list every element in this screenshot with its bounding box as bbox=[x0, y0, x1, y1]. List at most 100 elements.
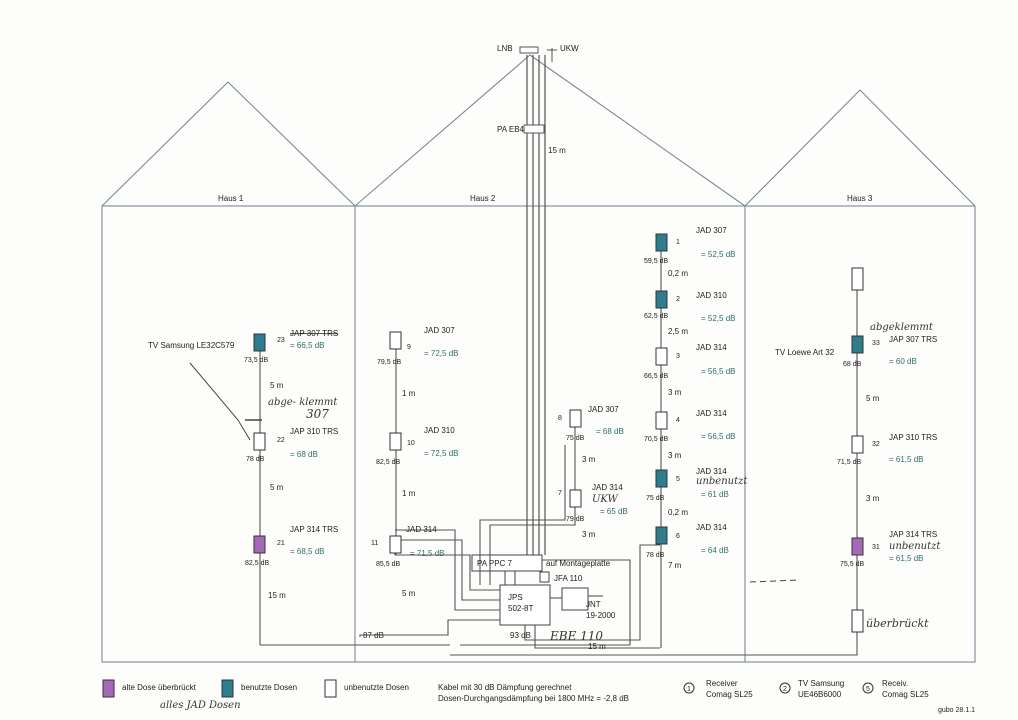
h2a-d3-type: JAD 314 bbox=[406, 525, 437, 534]
house1-title: Haus 1 bbox=[218, 194, 244, 203]
h2b-d1-db: 75 dB bbox=[566, 435, 585, 442]
legend-r3a: Receiv. bbox=[882, 679, 908, 688]
h3-d2-type: JAP 310 TRS bbox=[889, 433, 937, 442]
h1-d2-type: JAP 310 TRS bbox=[290, 427, 338, 436]
h2a-in-db: 87 dB bbox=[363, 631, 384, 640]
h2a-d3-db: 85,5 dB bbox=[376, 561, 400, 568]
h2b-d2-note: UKW bbox=[592, 494, 619, 505]
h3-len2: 3 m bbox=[866, 494, 880, 503]
h2c-d1-db: 59,5 dB bbox=[644, 258, 668, 265]
h2c-d1-calc: = 52,5 dB bbox=[701, 250, 735, 259]
h1-d1-num: 23 bbox=[277, 337, 285, 344]
h2-socket-1 bbox=[655, 233, 668, 252]
h3-note-top: abgeklemmt bbox=[870, 322, 934, 333]
h1-d1-type: JAP 307 TRS bbox=[290, 329, 338, 338]
h1-socket-21 bbox=[253, 535, 266, 554]
legend-r1-num: 1 bbox=[687, 686, 691, 693]
h1-note1: abge- klemmt bbox=[268, 397, 338, 408]
h2c-d2-num: 2 bbox=[676, 296, 680, 303]
legend-cable-1: Kabel mit 30 dB Dämpfung gerechnet bbox=[438, 683, 572, 692]
legend-old-hand: alles JAD Dosen bbox=[160, 700, 241, 711]
h2-socket-9 bbox=[389, 331, 402, 350]
h2c-d1-type: JAD 307 bbox=[696, 226, 727, 235]
top-length: 15 m bbox=[548, 146, 566, 155]
h3-bridge: überbrückt bbox=[866, 617, 929, 630]
ppc-label: PA PPC 7 bbox=[477, 559, 513, 568]
h2-socket-2 bbox=[655, 290, 668, 309]
h2b-d2-type: JAD 314 bbox=[592, 483, 623, 492]
h2-socket-7 bbox=[569, 489, 582, 508]
main-trunk bbox=[526, 55, 546, 555]
h1-socket-22 bbox=[253, 432, 266, 451]
h1-d3-db: 82,5 dB bbox=[245, 560, 269, 567]
h2c-d5-num: 5 bbox=[676, 476, 680, 483]
h2c-d2-type: JAD 310 bbox=[696, 291, 727, 300]
h2b-len1: 3 m bbox=[582, 455, 596, 464]
h2a-d2-db: 82,5 dB bbox=[376, 459, 400, 466]
h3-socket-33 bbox=[851, 335, 864, 354]
h2b-d1-type: JAD 307 bbox=[588, 405, 619, 414]
h2c-len5: 0,2 m bbox=[668, 508, 688, 517]
h3-socket-31 bbox=[851, 537, 864, 556]
house2-roof bbox=[354, 54, 746, 207]
house3-title: Haus 3 bbox=[847, 194, 873, 203]
house1-roof bbox=[101, 81, 356, 207]
h2c-d5-db: 75 dB bbox=[646, 495, 665, 502]
jfa-box bbox=[539, 571, 550, 583]
h2c-d4-num: 4 bbox=[676, 417, 680, 424]
h2c-d1-num: 1 bbox=[676, 239, 680, 246]
h2b-d2-db: 79 dB bbox=[566, 516, 585, 523]
legend-r3b: Comag SL25 bbox=[882, 690, 929, 699]
jnt-label-2: 19-2000 bbox=[586, 611, 616, 620]
jps-box bbox=[499, 584, 551, 626]
house3-roof bbox=[744, 89, 976, 207]
ukw-label: UKW bbox=[560, 44, 579, 53]
h3-d1-num: 33 bbox=[872, 340, 880, 347]
h2a-len2: 1 m bbox=[402, 489, 416, 498]
jps-label-1: JPS bbox=[508, 593, 523, 602]
h2-socket-11 bbox=[389, 535, 402, 554]
legend-cable-2: Dosen-Durchgangsdämpfung bei 1800 MHz = … bbox=[438, 694, 629, 703]
h1-d3-type: JAP 314 TRS bbox=[290, 525, 338, 534]
h2a-d2-calc: = 72,5 dB bbox=[424, 449, 458, 458]
h2c-len3: 3 m bbox=[668, 388, 682, 397]
h2b-d1-calc: = 68 dB bbox=[596, 427, 624, 436]
h1-len1: 5 m bbox=[270, 381, 284, 390]
legend-used-swatch bbox=[221, 679, 234, 698]
h2c-d3-num: 3 bbox=[676, 353, 680, 360]
h2c-d6-type: JAD 314 bbox=[696, 523, 727, 532]
h1-d2-calc: = 68 dB bbox=[290, 450, 318, 459]
h2a-d1-num: 9 bbox=[407, 344, 411, 351]
h2c-d2-calc: = 52,5 dB bbox=[701, 314, 735, 323]
h3-d3-num: 31 bbox=[872, 544, 880, 551]
lnb-box bbox=[519, 46, 539, 54]
h1-len2: 5 m bbox=[270, 483, 284, 492]
h2c-d3-calc: = 56,5 dB bbox=[701, 367, 735, 376]
h3-d2-calc: = 61,5 dB bbox=[889, 455, 923, 464]
h3-d2-db: 71,5 dB bbox=[837, 459, 861, 466]
h1-arrow bbox=[189, 362, 251, 441]
h3-d3-note: unbenutzt bbox=[889, 541, 941, 552]
h1-d2-db: 78 dB bbox=[246, 456, 265, 463]
h2a-len1: 1 m bbox=[402, 389, 416, 398]
lnb-label: LNB bbox=[497, 44, 513, 53]
h2c-d3-type: JAD 314 bbox=[696, 343, 727, 352]
h2a-d3-num: 11 bbox=[371, 540, 378, 547]
jfa-label: JFA 110 bbox=[554, 574, 583, 583]
h3-d3-type: JAP 314 TRS bbox=[889, 530, 937, 539]
h1-d1-db: 73,5 dB bbox=[244, 357, 268, 364]
h2-socket-10 bbox=[389, 432, 402, 451]
h2a-d2-num: 10 bbox=[407, 440, 415, 447]
h2b-d2-calc: = 65 dB bbox=[600, 507, 628, 516]
h3-len1: 5 m bbox=[866, 394, 880, 403]
h2c-len2: 2,5 m bbox=[668, 327, 688, 336]
h2-socket-3 bbox=[655, 347, 668, 366]
house2-title: Haus 2 bbox=[470, 194, 496, 203]
h2-socket-4 bbox=[655, 411, 668, 430]
h2c-d5-type: JAD 314 bbox=[696, 467, 727, 476]
legend-old: alte Dose überbrückt bbox=[122, 683, 197, 692]
legend-unused-swatch bbox=[324, 679, 337, 698]
h3-tv-label: TV Loewe Art 32 bbox=[775, 348, 835, 357]
h1-note2: 307 bbox=[306, 407, 329, 421]
